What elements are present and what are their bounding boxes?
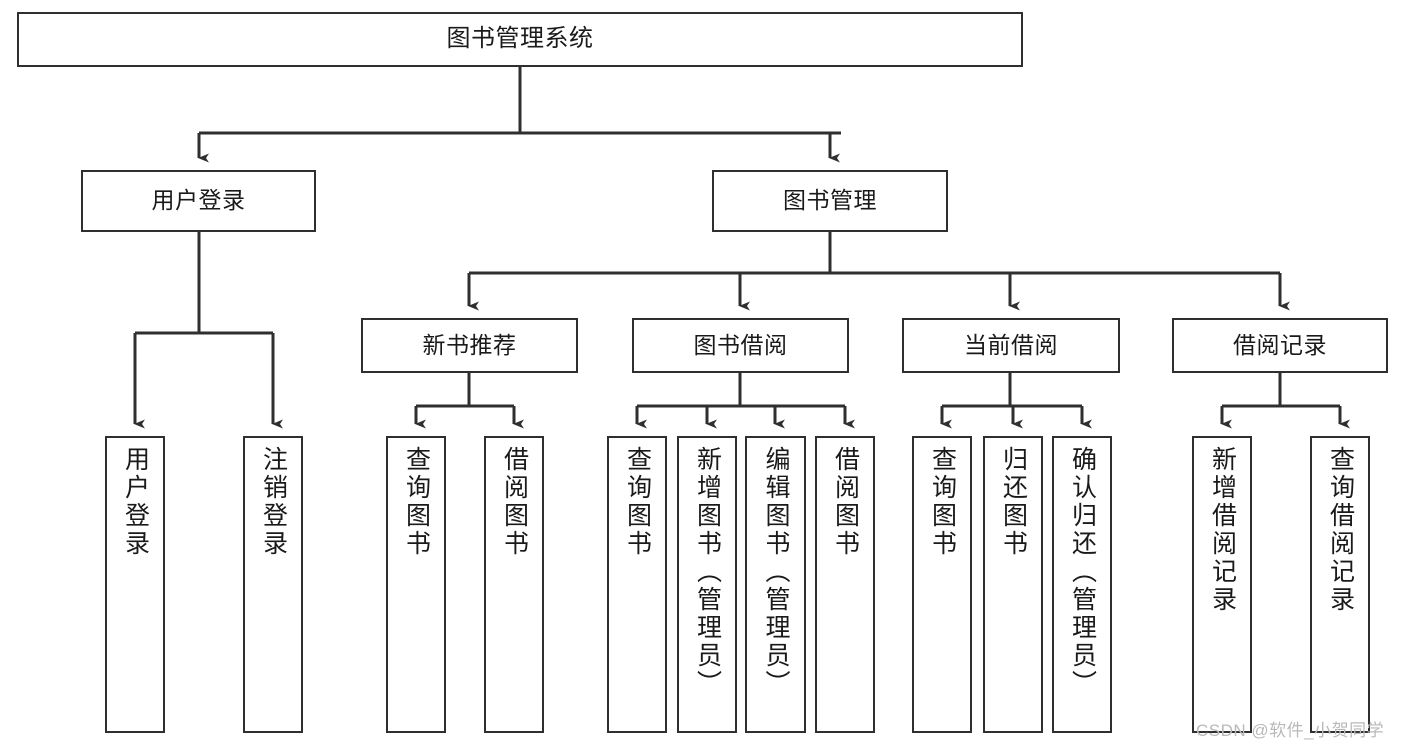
node-new-book-recommendation[interactable]: 新书推荐 xyxy=(361,318,578,373)
node-book-manage[interactable]: 图书管理 xyxy=(712,170,948,232)
leaf-user-logout[interactable]: 注销登录 xyxy=(243,436,303,733)
leaf-user-login-label: 用户登录 xyxy=(121,446,150,558)
leaf-add-book[interactable]: 新增图书（管理员） xyxy=(677,436,737,733)
leaf-query-borrow-record[interactable]: 查询借阅记录 xyxy=(1310,436,1370,733)
leaf-add-book-label: 新增图书（管理员） xyxy=(693,446,722,698)
leaf-user-login[interactable]: 用户登录 xyxy=(105,436,165,733)
node-book-borrow[interactable]: 图书借阅 xyxy=(632,318,849,373)
leaf-add-borrow-record[interactable]: 新增借阅记录 xyxy=(1192,436,1252,733)
leaf-confirm-return[interactable]: 确认归还（管理员） xyxy=(1052,436,1112,733)
leaf-borrow-book-1-label: 借阅图书 xyxy=(500,446,529,558)
node-current-borrow[interactable]: 当前借阅 xyxy=(902,318,1120,373)
csdn-watermark: CSDN @软件_小贺同学 xyxy=(1196,721,1385,740)
leaf-borrow-book-2-label: 借阅图书 xyxy=(831,446,860,558)
node-user-login-label: 用户登录 xyxy=(151,187,246,214)
leaf-return-book[interactable]: 归还图书 xyxy=(983,436,1043,733)
node-new-book-recommendation-label: 新书推荐 xyxy=(422,331,517,358)
leaf-edit-book[interactable]: 编辑图书（管理员） xyxy=(745,436,806,733)
node-root-book-management-system[interactable]: 图书管理系统 xyxy=(17,12,1023,67)
leaf-query-borrow-record-label: 查询借阅记录 xyxy=(1326,446,1355,614)
node-current-borrow-label: 当前借阅 xyxy=(964,331,1058,358)
leaf-query-book-3-label: 查询图书 xyxy=(928,446,957,558)
leaf-user-logout-label: 注销登录 xyxy=(259,446,288,558)
node-borrow-record[interactable]: 借阅记录 xyxy=(1172,318,1388,373)
node-user-login[interactable]: 用户登录 xyxy=(81,170,316,232)
node-book-manage-label: 图书管理 xyxy=(783,187,877,214)
leaf-query-book-3[interactable]: 查询图书 xyxy=(912,436,972,733)
leaf-add-borrow-record-label: 新增借阅记录 xyxy=(1208,446,1237,614)
leaf-query-book-2[interactable]: 查询图书 xyxy=(607,436,667,733)
node-book-borrow-label: 图书借阅 xyxy=(693,331,788,358)
leaf-edit-book-label: 编辑图书（管理员） xyxy=(762,446,790,698)
leaf-confirm-return-label: 确认归还（管理员） xyxy=(1068,446,1097,698)
leaf-borrow-book-2[interactable]: 借阅图书 xyxy=(815,436,875,733)
leaf-query-book-1[interactable]: 查询图书 xyxy=(386,436,446,733)
leaf-query-book-2-label: 查询图书 xyxy=(623,446,652,558)
node-borrow-record-label: 借阅记录 xyxy=(1233,331,1327,358)
leaf-borrow-book-1[interactable]: 借阅图书 xyxy=(484,436,544,733)
node-root-label: 图书管理系统 xyxy=(446,25,594,53)
leaf-query-book-1-label: 查询图书 xyxy=(402,446,431,558)
leaf-return-book-label: 归还图书 xyxy=(999,446,1028,558)
